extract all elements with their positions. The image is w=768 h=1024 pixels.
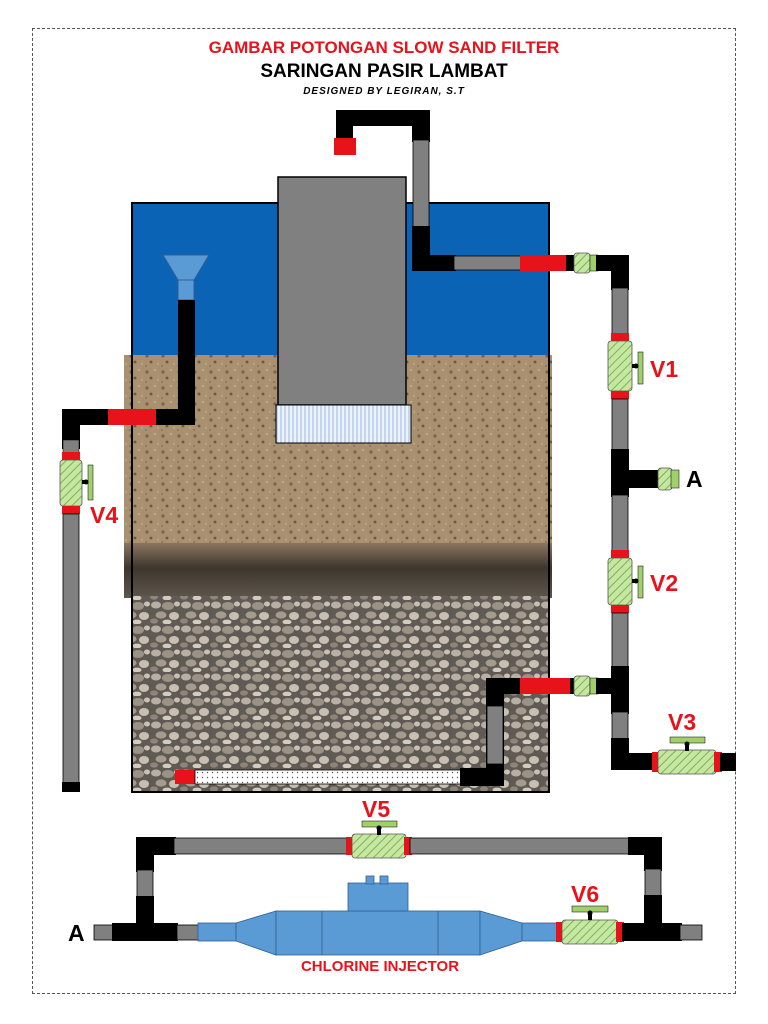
- v3-drain-valve: [652, 736, 736, 775]
- right-riser-pipe: [607, 255, 680, 770]
- valve-label-v4: V4: [90, 502, 119, 528]
- designer-credit: DESIGNED BY LEGIRAN, S.T: [303, 86, 465, 97]
- injector-bypass-loop: [136, 820, 662, 941]
- diagram-frame: [32, 28, 736, 994]
- diagram-subtitle: SARINGAN PASIR LAMBAT: [260, 61, 508, 82]
- connection-point-a-left: A: [68, 920, 85, 946]
- valve-label-v6: V6: [571, 881, 600, 907]
- underdrain-pipe: [175, 675, 629, 786]
- valve-label-v3: V3: [668, 709, 697, 735]
- valve-label-v2: V2: [650, 570, 679, 596]
- inlet-pipe: [59, 300, 195, 792]
- center-column: [275, 176, 412, 444]
- valve-label-v5: V5: [362, 796, 391, 822]
- transition-layer: [124, 543, 552, 598]
- outlet-pipe-top: [334, 110, 629, 274]
- inlet-funnel: [162, 254, 210, 301]
- chlorine-injector-label: CHLORINE INJECTOR: [300, 958, 460, 975]
- valve-label-v1: V1: [650, 356, 679, 382]
- diagram-title: GAMBAR POTONGAN SLOW SAND FILTER: [208, 38, 560, 57]
- injector-main-line: [93, 875, 703, 956]
- connection-point-a-right: A: [686, 466, 703, 492]
- gravel-layer: [132, 596, 549, 792]
